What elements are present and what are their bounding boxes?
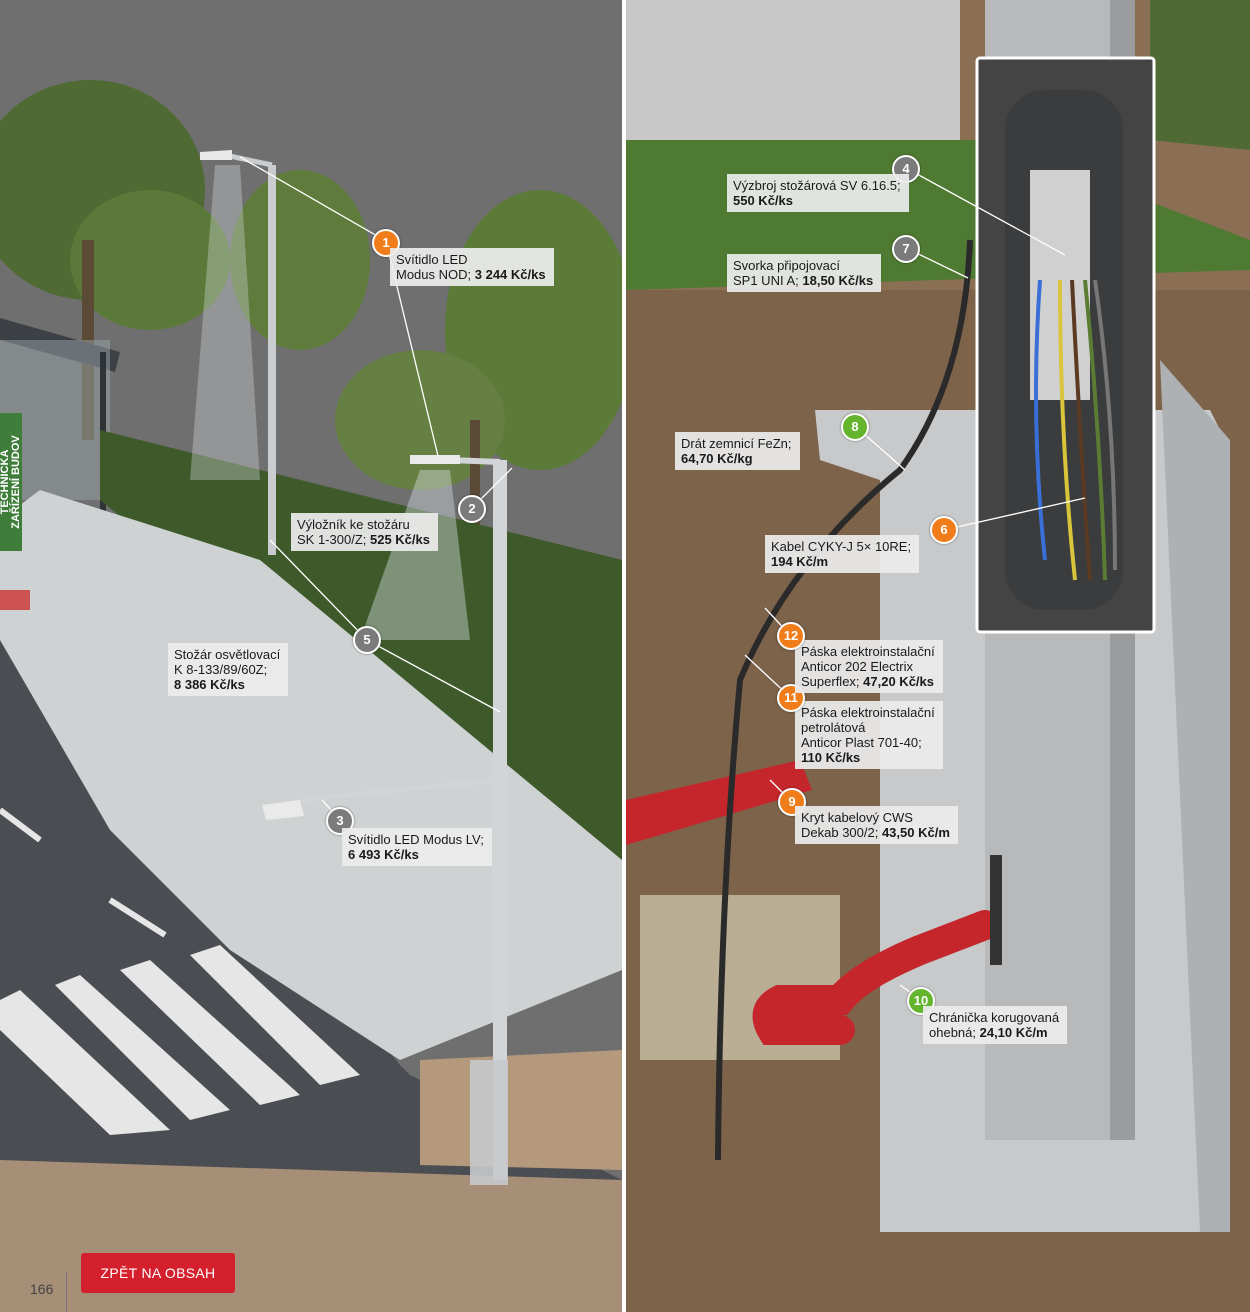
left-street-scene: [0, 0, 635, 1312]
back-to-contents-button[interactable]: ZPĚT NA OBSAH: [81, 1253, 235, 1293]
item-2-spec: SK 1-300/Z;: [297, 532, 370, 547]
item-8-price: 64,70 Kč/kg: [681, 451, 753, 466]
item-6-name: Kabel CYKY-J 5× 10RE;: [771, 539, 912, 554]
item-2-name: Výložník ke stožáru: [297, 517, 410, 532]
item-7-badge: 7: [892, 235, 920, 263]
item-5-spec: K 8-133/89/60Z;: [174, 662, 268, 677]
item-4-label: Výzbroj stožárová SV 6.16.5; 550 Kč/ks: [727, 174, 909, 212]
item-6-price: 194 Kč/m: [771, 554, 829, 569]
item-1-price: 3 244 Kč/ks: [474, 267, 546, 282]
item-7-label: Svorka připojovací SP1 UNI A; 18,50 Kč/k…: [727, 254, 882, 292]
item-3-price: 6 493 Kč/ks: [348, 847, 419, 862]
item-6-label: Kabel CYKY-J 5× 10RE; 194 Kč/m: [765, 535, 920, 573]
item-7-name: Svorka připojovací: [733, 258, 840, 273]
section-side-tab: TECHNICKÁ ZAŘÍZENÍ BUDOV: [0, 413, 22, 551]
item-12-spec-2: Superflex;: [801, 674, 864, 689]
item-7-price: 18,50 Kč/ks: [802, 273, 874, 288]
item-10-spec: ohebná;: [929, 1025, 980, 1040]
item-6-badge: 6: [930, 516, 958, 544]
item-11-name: Páska elektroinstalační: [801, 705, 935, 720]
item-10-price: 24,10 Kč/m: [979, 1025, 1048, 1040]
item-5-price: 8 386 Kč/ks: [174, 677, 245, 692]
item-3-label: Svítidlo LED Modus LV; 6 493 Kč/ks: [342, 828, 492, 866]
item-1-name: Svítidlo LED: [396, 252, 468, 267]
item-11-spec-2: Anticor Plast 701-40;: [801, 735, 922, 750]
item-8-name: Drát zemnicí FeZn;: [681, 436, 792, 451]
item-12-label: Páska elektroinstalační Anticor 202 Elec…: [795, 640, 943, 693]
item-8-badge: 8: [841, 413, 869, 441]
item-10-name: Chránička korugovaná: [929, 1010, 1060, 1025]
item-10-label: Chránička korugovaná ohebná; 24,10 Kč/m: [923, 1006, 1068, 1044]
item-12-price: 47,20 Kč/ks: [863, 674, 934, 689]
item-2-badge: 2: [458, 495, 486, 523]
side-tab-line-2: ZAŘÍZENÍ BUDOV: [10, 435, 22, 529]
item-2-label: Výložník ke stožáru SK 1-300/Z; 525 Kč/k…: [291, 513, 438, 551]
item-12-name: Páska elektroinstalační: [801, 644, 935, 659]
item-3-badge: 3: [326, 807, 354, 835]
item-1-label: Svítidlo LED Modus NOD; 3 244 Kč/ks: [390, 248, 554, 286]
item-11-label: Páska elektroinstalační petrolátová Anti…: [795, 701, 943, 769]
item-5-badge: 5: [353, 626, 381, 654]
item-5-label: Stožár osvětlovací K 8-133/89/60Z; 8 386…: [168, 643, 289, 696]
item-9-spec: Dekab 300/2;: [801, 825, 882, 840]
page-number-divider: [66, 1272, 67, 1312]
item-9-name: Kryt kabelový CWS: [801, 810, 913, 825]
item-3-name: Svítidlo LED Modus LV;: [348, 832, 484, 847]
item-7-spec: SP1 UNI A;: [733, 273, 803, 288]
item-12-spec-1: Anticor 202 Electrix: [801, 659, 913, 674]
item-4-name: Výzbroj stožárová SV 6.16.5;: [733, 178, 901, 193]
item-2-price: 525 Kč/ks: [369, 532, 430, 547]
item-9-label: Kryt kabelový CWS Dekab 300/2; 43,50 Kč/…: [795, 806, 958, 844]
page-number: 166: [30, 1281, 54, 1297]
item-11-spec-1: petrolátová: [801, 720, 866, 735]
item-9-price: 43,50 Kč/m: [881, 825, 950, 840]
item-8-label: Drát zemnicí FeZn; 64,70 Kč/kg: [675, 432, 800, 470]
item-5-name: Stožár osvětlovací: [174, 647, 281, 662]
item-12-badge: 12: [777, 622, 805, 650]
item-1-spec: Modus NOD;: [396, 267, 475, 282]
item-11-price: 110 Kč/ks: [801, 750, 861, 765]
item-4-price: 550 Kč/ks: [733, 193, 793, 208]
